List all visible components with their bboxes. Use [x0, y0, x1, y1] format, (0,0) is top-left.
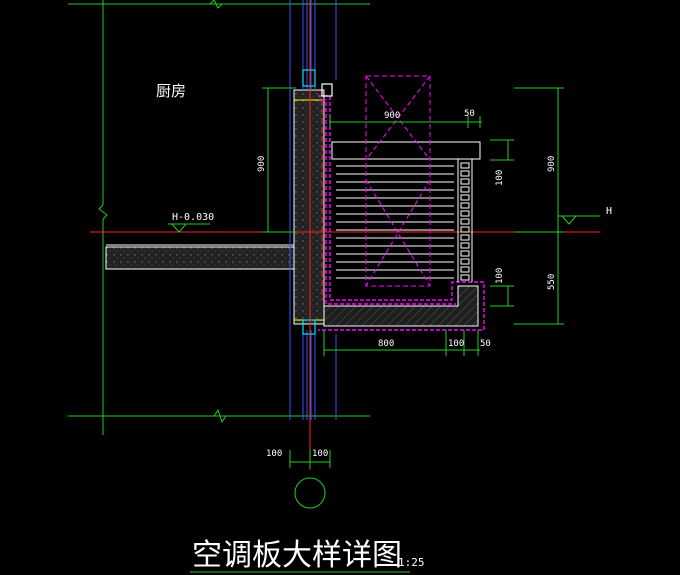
louver-clip	[460, 162, 470, 169]
louver-clip	[460, 242, 470, 249]
louver-clip	[460, 202, 470, 209]
louver-clip	[460, 186, 470, 193]
dim-louver-gap-lower: 100	[495, 268, 505, 284]
louver-clip	[460, 170, 470, 177]
level-mark-right: H	[606, 206, 612, 217]
dim-wall-right: 100	[312, 449, 328, 459]
room-label: 厨房	[156, 82, 186, 100]
dim-wall-left: 100	[266, 449, 282, 459]
louver-clip	[460, 194, 470, 201]
drawing-title: 空调板大样详图	[192, 538, 402, 573]
room-outline	[68, 0, 370, 435]
dim-louver-gap-upper: 100	[495, 170, 505, 186]
louver-clip	[460, 274, 470, 281]
louver-clip	[460, 258, 470, 265]
louver-clip	[460, 218, 470, 225]
louver-clip	[460, 266, 470, 273]
dim-bottom-right: 50	[480, 339, 491, 349]
dimension-lines	[168, 87, 600, 573]
louver-clip	[460, 234, 470, 241]
dim-left-height: 900	[257, 156, 267, 172]
wall-column	[293, 89, 325, 325]
dim-bottom-main: 800	[378, 339, 394, 349]
louver-grille	[331, 141, 481, 282]
louver-clip	[460, 178, 470, 185]
louver-clip	[460, 210, 470, 217]
insulation-layer	[318, 95, 485, 331]
ac-plate	[323, 285, 479, 327]
dim-bottom-mid: 100	[448, 339, 464, 349]
floor-slab	[105, 244, 297, 270]
dim-top-width: 900	[384, 111, 400, 121]
level-label: H-0.030	[172, 212, 214, 223]
window-frame	[302, 69, 333, 335]
axis-lines	[90, 0, 600, 470]
ac-unit-outline	[365, 75, 431, 287]
dim-right-upper: 900	[547, 156, 557, 172]
dim-top-offset: 50	[464, 109, 475, 119]
drawing-scale: 1:25	[398, 556, 425, 569]
louver-clip	[460, 226, 470, 233]
dim-right-lower: 550	[547, 274, 557, 290]
louver-clip	[460, 250, 470, 257]
